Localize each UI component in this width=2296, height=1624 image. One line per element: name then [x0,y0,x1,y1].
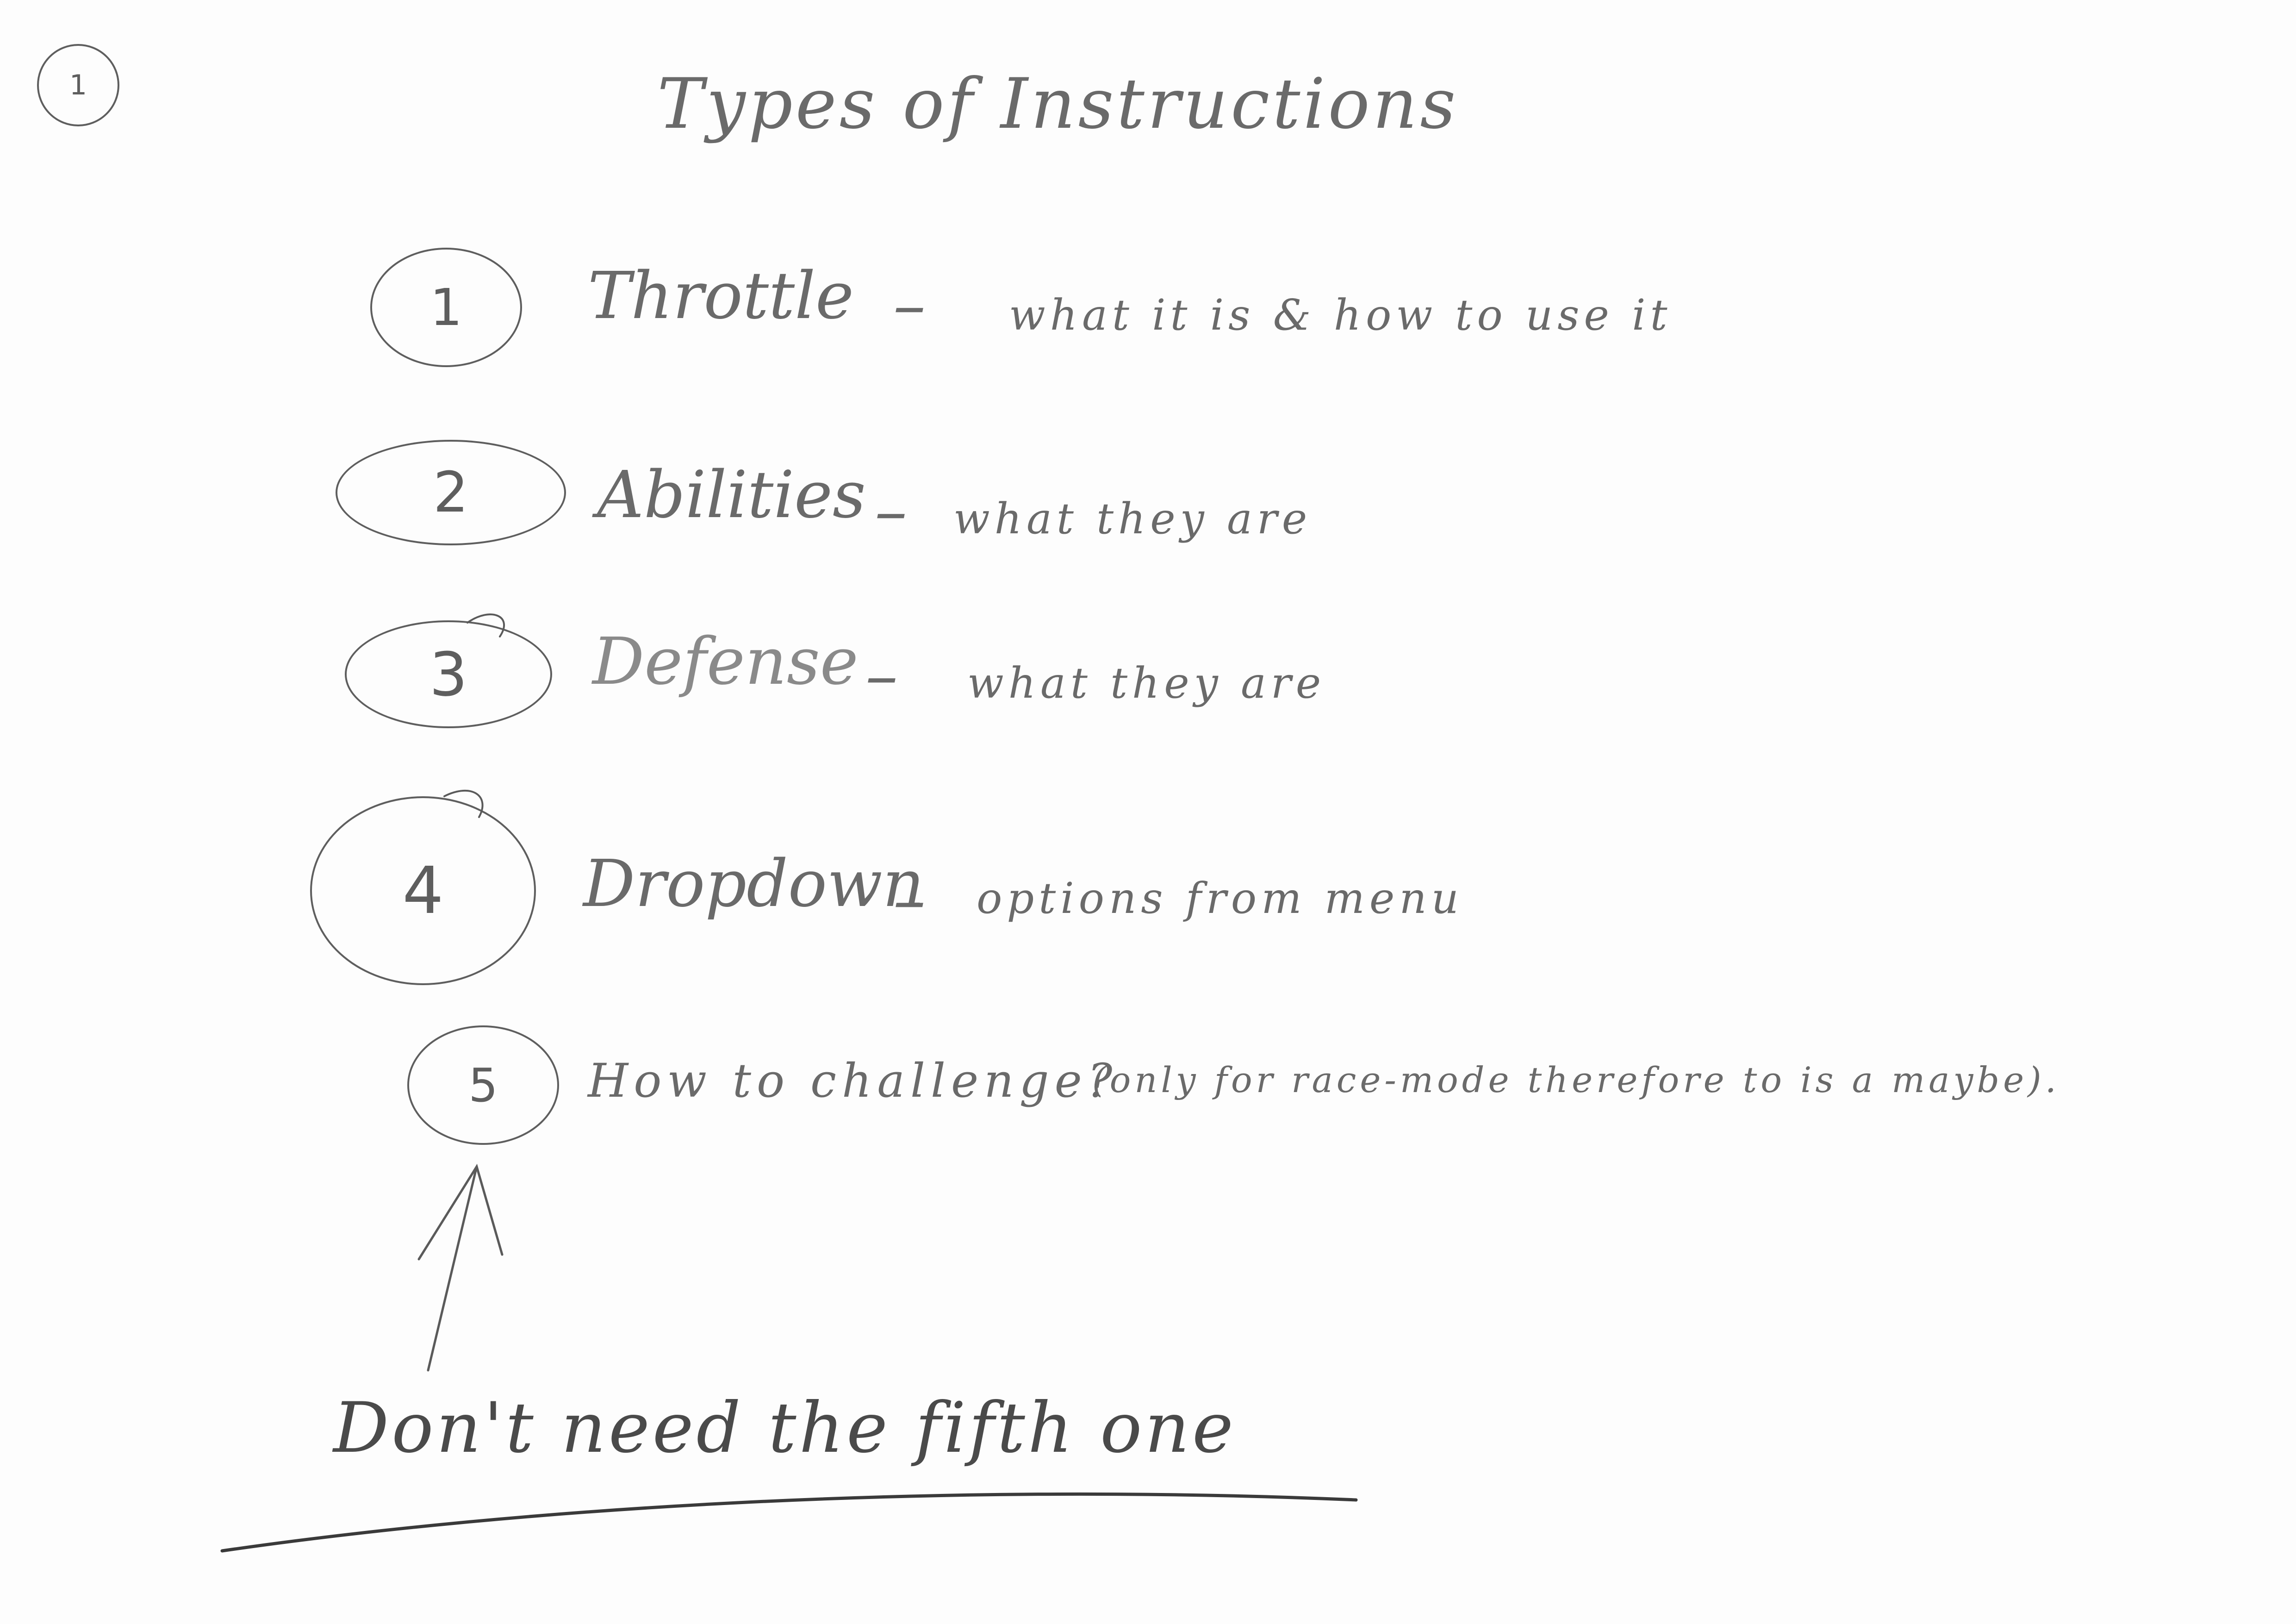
page-number-circle: 1 [37,44,119,126]
arrow-head [417,1163,504,1261]
item-description: what it is & how to use it [1009,290,1672,340]
item-term: Defense [592,624,859,700]
item-number: 1 [430,278,462,337]
item-term: Throttle [588,258,854,334]
item-number-circle: 4 [310,796,536,985]
item-separator: – [875,474,907,549]
item-term: How to challenge? [588,1054,1118,1108]
item-term: Dropdown [583,846,924,922]
item-separator: – [893,862,926,938]
item-separator: – [893,268,926,343]
page-title: Types of Instructions [657,64,1459,144]
footer-note: Don't need the fifth one [333,1388,1236,1468]
item-number-circle: 3 [345,620,552,728]
item-description: (only for race-mode therefore to is a ma… [1092,1059,2060,1100]
item-number-circle: 5 [407,1025,559,1145]
item-number-circle: 1 [370,248,522,367]
item-description: options from menu [977,874,1463,923]
item-number: 2 [433,460,469,525]
page-number: 1 [69,69,87,101]
item-term: Abilities [597,457,866,533]
item-number: 4 [402,853,444,929]
item-description: what they are [967,658,1326,708]
item-description: what they are [953,494,1312,543]
arrow-shaft [427,1165,478,1372]
item-number: 5 [468,1058,498,1112]
item-separator: – [865,638,898,713]
item-number-circle: 2 [336,440,566,545]
underline-stroke [220,1492,1358,1553]
item-number: 3 [429,639,468,710]
